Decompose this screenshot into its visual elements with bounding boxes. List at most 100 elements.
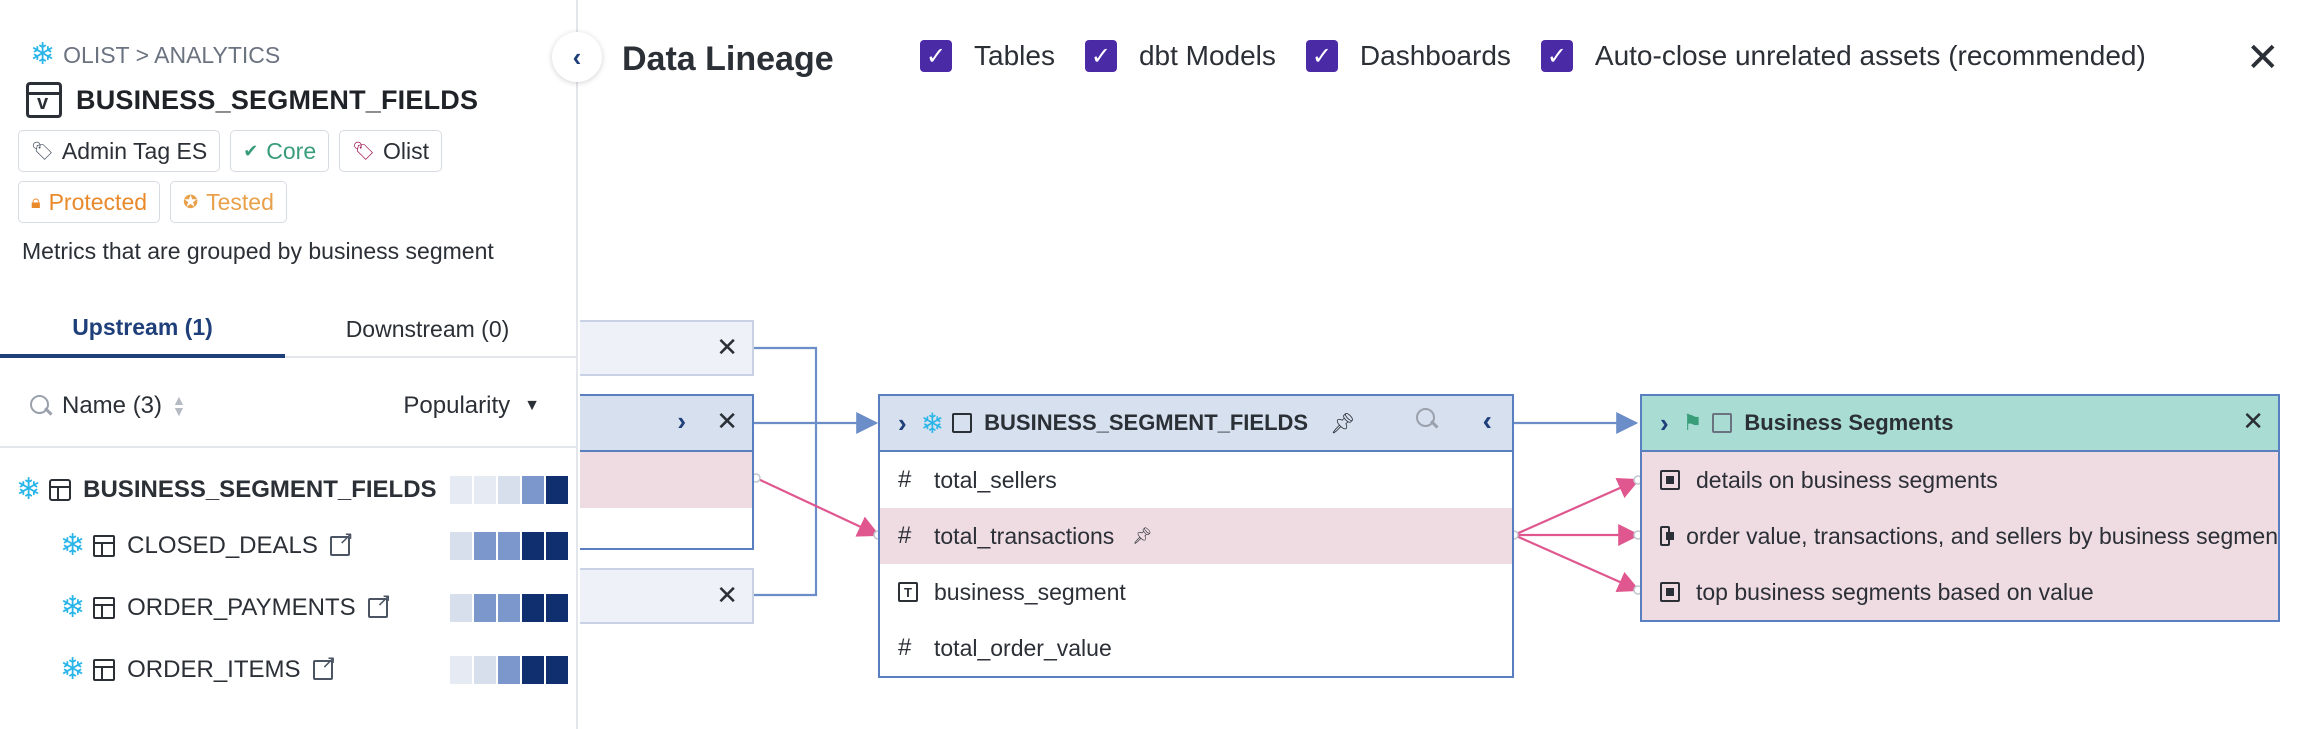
asset-title: BUSINESS_SEGMENT_FIELDS [26,82,478,118]
external-link-icon[interactable] [329,528,354,556]
breadcrumb-text[interactable]: OLIST > ANALYTICS [63,41,281,68]
collapse-panel-button[interactable]: ‹ [552,32,602,82]
filter-dbt-models[interactable]: ✓ dbt Models [1084,40,1276,72]
lock-icon: 🔒︎ [31,191,41,212]
tag-icon: 🏷︎ [31,140,54,161]
asset-type-filters: ✓ Tables ✓ dbt Models ✓ Dashboards ✓ Aut… [920,40,2176,72]
upstream-node-collapsed[interactable]: ✕ [580,568,754,624]
caret-down-icon: ▼ [524,397,540,414]
filter-auto-close[interactable]: ✓ Auto-close unrelated assets (recommend… [1540,40,2146,72]
asset-title-text: BUSINESS_SEGMENT_FIELDS [76,84,479,115]
close-icon[interactable]: ✕ [716,406,738,436]
popularity-segment [522,656,544,684]
chevron-right-icon[interactable]: › [677,406,686,436]
tag-label: Admin Tag ES [61,137,208,164]
popularity-segment [474,594,496,622]
tag-protected[interactable]: 🔒︎ Protected [18,181,161,223]
snowflake-icon: ❄ [30,38,56,71]
upstream-node[interactable]: › ✕ [580,394,754,550]
close-icon[interactable]: ✕ [716,580,738,610]
popularity-segment [450,476,472,504]
dashboard-item-label: top business segments based on value [1696,578,2094,605]
snowflake-icon: ❄ [60,653,86,686]
tag-label: Olist [383,137,429,164]
field-row-highlighted[interactable]: # total_transactions 📌︎ [880,508,1512,564]
dashboard-item[interactable]: top business segments based on value [1642,564,2278,620]
tag-tested[interactable]: ✪ Tested [170,181,287,223]
tag-core[interactable]: ✔ Core [230,130,330,172]
lineage-canvas[interactable]: ✕ › ✕ ✕ › ❄ BUSINESS_SEGMENT_FIELDS 📌︎ ‹ [580,100,2304,729]
node-header: › ❄ BUSINESS_SEGMENT_FIELDS 📌︎ ‹ [880,396,1512,452]
snowflake-icon: ❄ [60,591,86,624]
field-name: business_segment [934,578,1126,605]
pin-icon[interactable]: 📌︎ [1132,528,1153,545]
external-link-icon[interactable] [367,590,392,618]
bi-tool-icon: ⚑ [1682,410,1703,435]
chevron-right-icon[interactable]: › [1660,407,1669,438]
dashboard-item[interactable]: order value, transactions, and sellers b… [1642,508,2278,564]
filter-tables[interactable]: ✓ Tables [920,40,1055,72]
edge [755,477,880,537]
tree-item-label: ORDER_ITEMS [127,656,301,683]
chart-icon [1660,582,1680,602]
breadcrumb[interactable]: ❄ OLIST > ANALYTICS [30,40,280,70]
field-row[interactable]: T business_segment [880,564,1512,620]
asset-detail-panel: ❄ OLIST > ANALYTICS BUSINESS_SEGMENT_FIE… [0,0,578,729]
dashboard-node[interactable]: › ⚑ Business Segments ✕ details on busin… [1640,394,2280,622]
chart-icon [1660,470,1680,490]
checkbox-checked-icon[interactable]: ✓ [1540,40,1573,72]
tree-root-row[interactable]: ❄ BUSINESS_SEGMENT_FIELDS [0,462,576,518]
center-model-node[interactable]: › ❄ BUSINESS_SEGMENT_FIELDS 📌︎ ‹ # total… [878,394,1514,678]
chevron-left-icon[interactable]: ‹ [1482,405,1492,436]
node-header: › ⚑ Business Segments ✕ [1642,396,2278,452]
dashboard-item-label: order value, transactions, and sellers b… [1686,522,2278,549]
edge [1513,533,1641,593]
asset-description: Metrics that are grouped by business seg… [22,238,494,264]
tree-item-order-payments[interactable]: ❄ ORDER_PAYMENTS [0,580,576,636]
external-link-icon[interactable] [312,652,337,680]
sort-by-name[interactable]: Name (3) ▲▼ [30,392,186,420]
sort-popularity-dropdown[interactable]: Popularity ▼ [403,392,540,420]
search-icon[interactable] [1416,408,1438,430]
filter-dashboards[interactable]: ✓ Dashboards [1305,40,1511,72]
field-row[interactable]: # total_sellers [880,452,1512,508]
upstream-node-collapsed[interactable]: ✕ [580,320,754,376]
tag-olist[interactable]: 🏷︎ Olist [339,130,442,172]
sort-row: Name (3) ▲▼ Popularity ▼ [0,378,576,448]
checkbox-checked-icon[interactable]: ✓ [1305,40,1338,72]
field-row[interactable]: # total_order_value [880,620,1512,676]
tab-downstream[interactable]: Downstream (0) [345,315,510,342]
close-icon[interactable]: ✕ [2242,406,2264,436]
tab-upstream[interactable]: Upstream (1) [0,300,285,358]
dbt-model-icon [952,413,973,433]
tag-admin-tag-es[interactable]: 🏷︎ Admin Tag ES [18,130,221,172]
close-icon[interactable]: ✕ [716,332,738,362]
tree-item-closed-deals[interactable]: ❄ CLOSED_DEALS [0,518,576,574]
tag-label: Tested [206,188,274,215]
highlighted-field-row[interactable] [580,452,752,508]
popularity-segment [522,476,544,504]
node-header: › ✕ [580,396,752,452]
popularity-segment [474,532,496,560]
search-icon [30,395,52,417]
filter-label: dbt Models [1138,40,1276,71]
number-type-icon: # [898,466,912,493]
dashboard-icon [1712,413,1733,433]
tree-root-label: BUSINESS_SEGMENT_FIELDS [83,476,437,503]
tree-item-order-items[interactable]: ❄ ORDER_ITEMS [0,642,576,698]
chevron-right-icon[interactable]: › [898,407,907,438]
checkbox-checked-icon[interactable]: ✓ [1084,40,1117,72]
edge [754,346,818,423]
popularity-bars [450,594,568,622]
field-name: total_sellers [934,466,1057,493]
popularity-segment [450,594,472,622]
checkbox-checked-icon[interactable]: ✓ [920,40,952,72]
dbt-model-icon [49,479,72,501]
dashboard-item[interactable]: details on business segments [1642,452,2278,508]
number-type-icon: # [898,522,912,549]
node-title: Business Segments [1744,410,1954,435]
lineage-tabs: Upstream (1) Downstream (0) [0,300,576,358]
close-icon[interactable]: ✕ [2246,36,2280,80]
filter-label: Dashboards [1359,40,1511,71]
pin-icon[interactable]: 📌︎ [1330,412,1356,435]
